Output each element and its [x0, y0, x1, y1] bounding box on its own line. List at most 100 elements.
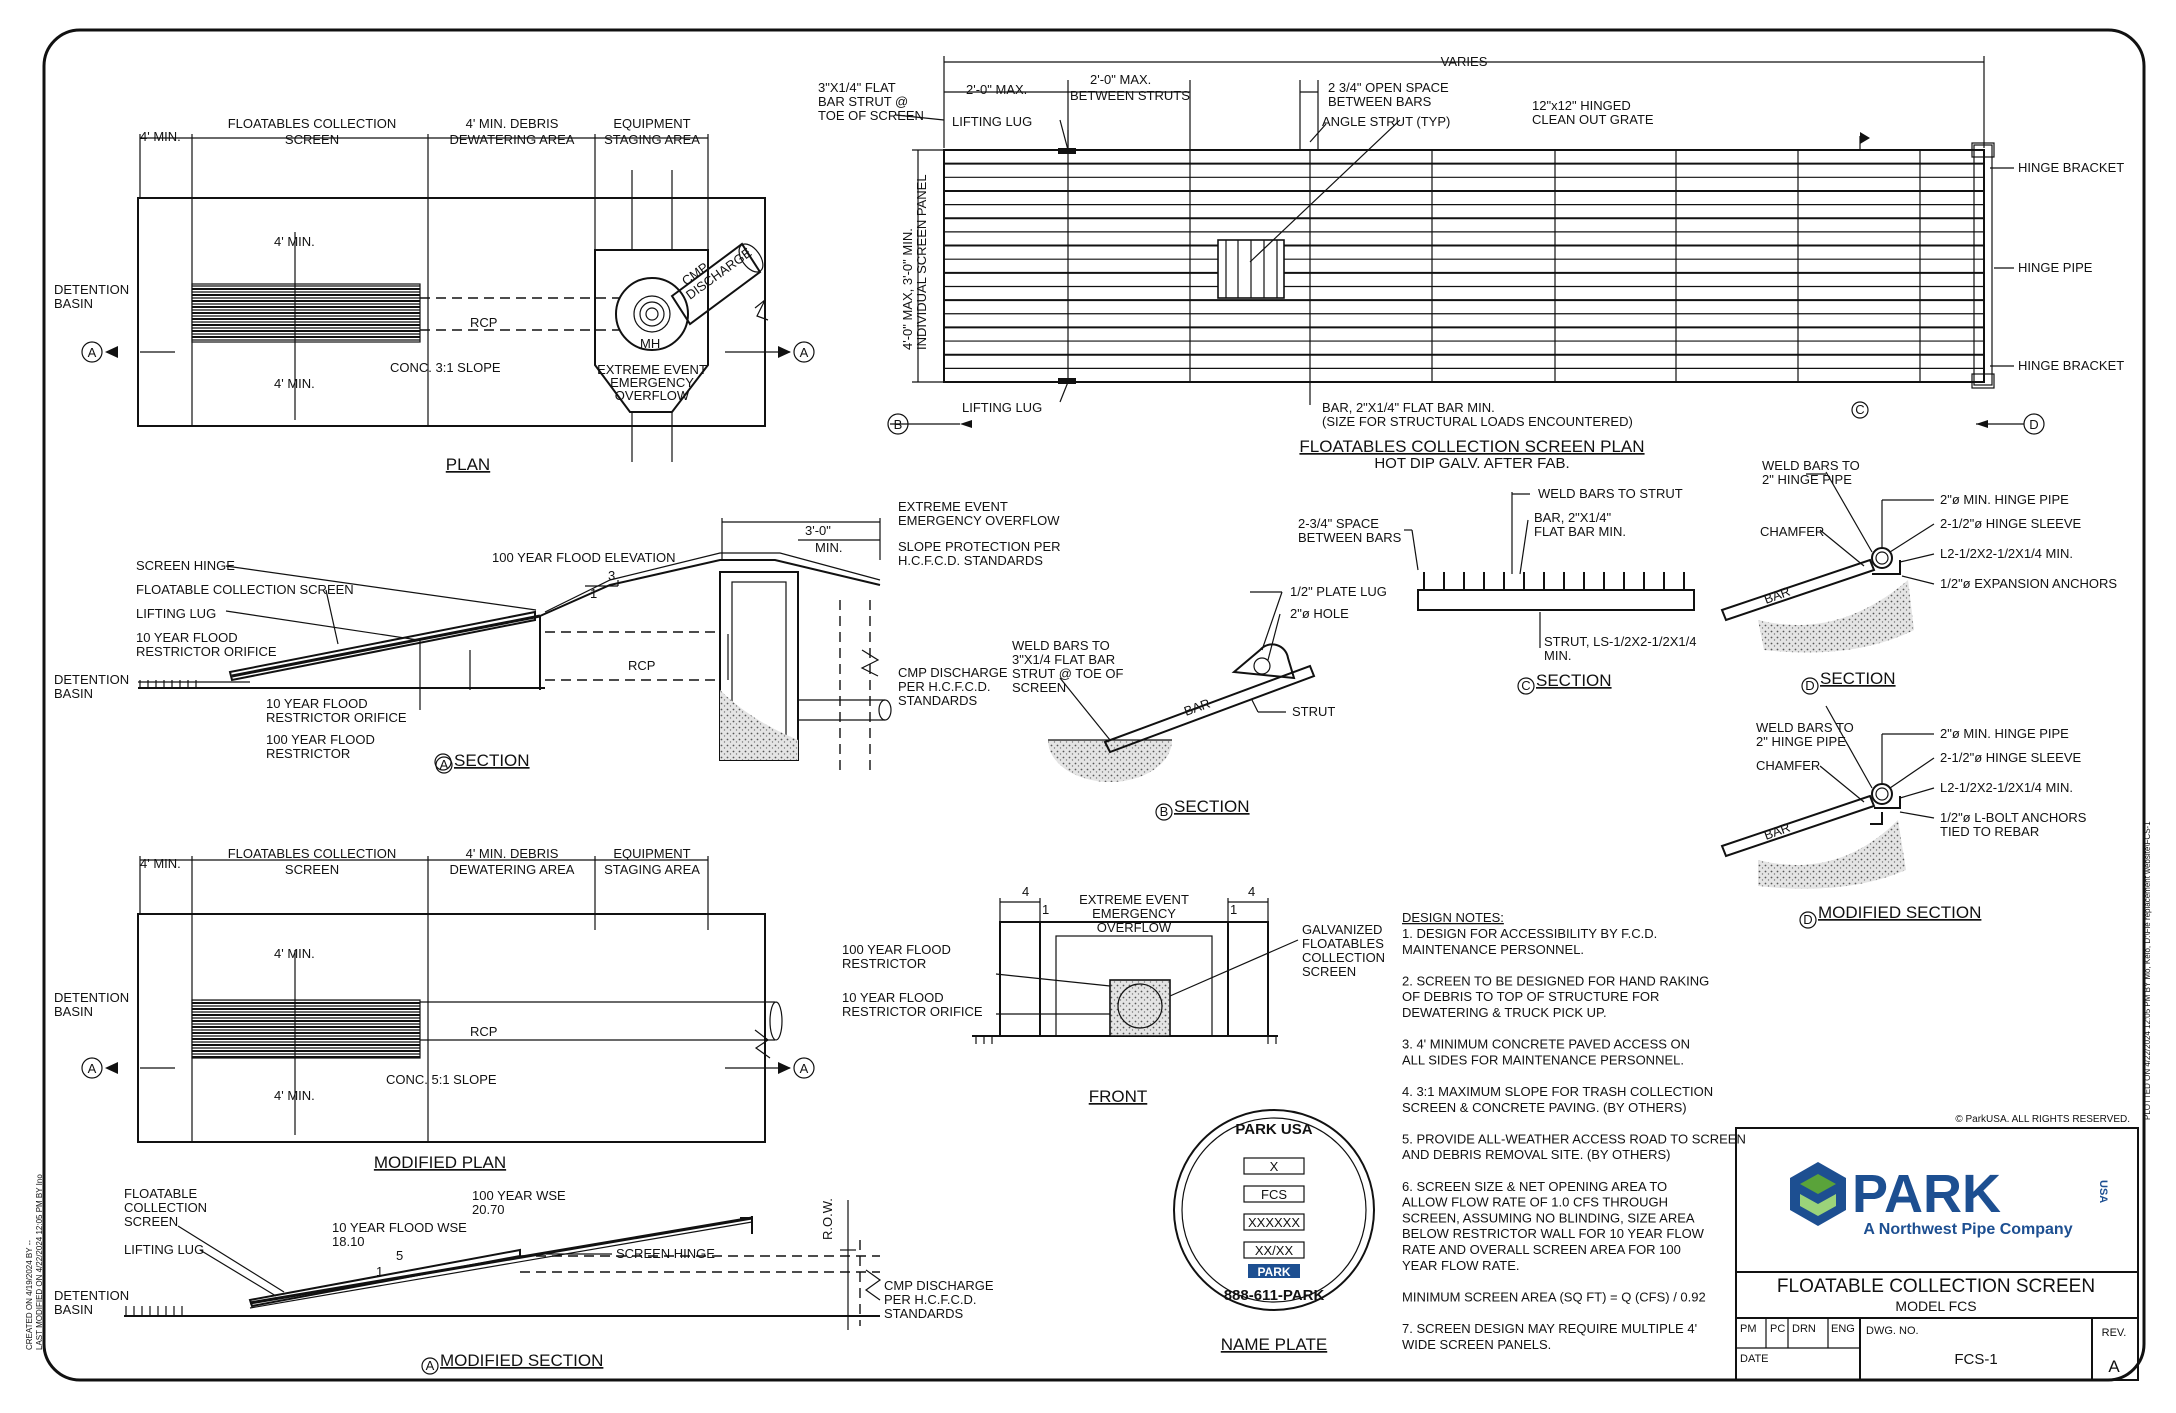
section-d-title: SECTION	[1820, 669, 1896, 688]
section-b-strut: STRUT	[1292, 704, 1335, 719]
section-a-title: SECTION	[454, 751, 530, 770]
front-galv-2: FLOATABLES	[1302, 936, 1384, 951]
plan-basin-2: BASIN	[54, 296, 93, 311]
section-b-hole: 2"ø HOLE	[1290, 606, 1349, 621]
section-a-view	[138, 518, 892, 775]
title-block-rev: A	[2108, 1357, 2120, 1376]
section-c-marker: C	[1521, 678, 1530, 693]
section-a-flood10b-2: RESTRICTOR ORIFICE	[266, 710, 407, 725]
modified-section-d-view	[1720, 705, 1935, 889]
section-a-basin-2: BASIN	[54, 686, 93, 701]
section-c-space-1: 2-3/4" SPACE	[1298, 516, 1379, 531]
section-a-labels: SCREEN HINGE FLOATABLE COLLECTION SCREEN…	[54, 499, 1061, 774]
nameplate-logo-bar	[1248, 1264, 1300, 1278]
modified-section-a-floatable-2: COLLECTION	[124, 1200, 207, 1215]
section-a-overflow-1: EXTREME EVENT	[898, 499, 1008, 514]
plan-slope: CONC. 3:1 SLOPE	[390, 360, 501, 375]
section-c-bar-2: FLAT BAR MIN.	[1534, 524, 1626, 539]
sheet-border	[42, 28, 2146, 1382]
plan-dim-screen-2: SCREEN	[285, 132, 339, 147]
plan-min-top: 4' MIN.	[274, 234, 315, 249]
copyright-text: © ParkUSA. ALL RIGHTS RESERVED.	[1955, 1114, 2130, 1125]
section-a-flood10b-1: 10 YEAR FLOOD	[266, 696, 368, 711]
section-a-cmp-1: CMP DISCHARGE	[898, 665, 1008, 680]
modified-section-d-anchors-1: 1/2"ø L-BOLT ANCHORS	[1940, 810, 2087, 825]
screen-plan-lug-top: LIFTING LUG	[952, 114, 1032, 129]
park-logo-word: PARK	[1852, 1164, 2001, 1224]
section-a-screen-hinge: SCREEN HINGE	[136, 558, 235, 573]
front-restrictor-2: RESTRICTOR	[842, 956, 926, 971]
screen-plan-subtitle: HOT DIP GALV. AFTER FAB.	[1374, 455, 1569, 472]
section-b-weld-3: STRUT @ TOE OF	[1012, 666, 1123, 681]
design-note-line: SCREEN & CONCRETE PAVING. (BY OTHERS)	[1402, 1100, 1687, 1115]
title-block-dwg-label: DWG. NO.	[1866, 1325, 1919, 1337]
modified-section-d-hinge-sleeve: 2-1/2"ø HINGE SLEEVE	[1940, 750, 2081, 765]
design-note-line: AND DEBRIS REMOVAL SITE. (BY OTHERS)	[1402, 1147, 1670, 1162]
front-dim1-right: 1	[1230, 902, 1237, 917]
modified-section-a-cmp-1: CMP DISCHARGE	[884, 1278, 994, 1293]
screen-plan-varies: VARIES	[1441, 54, 1488, 69]
front-overflow-3: OVERFLOW	[1097, 920, 1172, 935]
section-c-labels: 2-3/4" SPACE BETWEEN BARS WELD BARS TO S…	[1298, 486, 1696, 695]
section-a-flood100-2: RESTRICTOR	[266, 746, 350, 761]
nameplate-field3: XXXXXX	[1248, 1215, 1300, 1230]
section-a-flood10-2: RESTRICTOR ORIFICE	[136, 644, 277, 659]
screen-plan-hinge-bracket-top: HINGE BRACKET	[2018, 160, 2124, 175]
nameplate-brand: PARK USA	[1235, 1121, 1312, 1138]
section-d-angle: L2-1/2X2-1/2X1/4 MIN.	[1940, 546, 2073, 561]
design-note-line: 2. SCREEN TO BE DESIGNED FOR HAND RAKING	[1402, 973, 1709, 988]
modified-section-a-wse10-2: 18.10	[332, 1234, 365, 1249]
modified-plan-screen	[191, 999, 421, 1059]
modified-section-a-screen-hinge: SCREEN HINGE	[616, 1246, 715, 1261]
modified-section-a-cmp-3: STANDARDS	[884, 1306, 964, 1321]
section-b-title: SECTION	[1174, 797, 1250, 816]
modified-plan-basin-2: BASIN	[54, 1004, 93, 1019]
front-dim1-left: 1	[1042, 902, 1049, 917]
section-a-cmp-2: PER H.C.F.C.D.	[898, 679, 990, 694]
modified-section-a-wse10-1: 10 YEAR FLOOD WSE	[332, 1220, 467, 1235]
screen-plan-bar-note-1: BAR, 2"X1/4" FLAT BAR MIN.	[1322, 400, 1495, 415]
section-d-chamfer: CHAMFER	[1760, 524, 1824, 539]
title-block-drn: DRN	[1792, 1323, 1816, 1335]
modified-section-d-labels: WELD BARS TO 2" HINGE PIPE CHAMFER 2"ø M…	[1756, 720, 2087, 929]
section-a-slope-den: 3	[608, 568, 615, 583]
nameplate-field4: XX/XX	[1255, 1243, 1294, 1258]
section-b-weld-2: 3"X1/4 FLAT BAR	[1012, 652, 1115, 667]
title-block-eng: ENG	[1831, 1323, 1855, 1335]
front-overflow-2: EMERGENCY	[1092, 906, 1176, 921]
section-c-strut-2: MIN.	[1544, 648, 1571, 663]
plan-marker-left: A	[88, 345, 97, 360]
screen-plan-open-space-1: 2 3/4" OPEN SPACE	[1328, 80, 1449, 95]
design-note-line: 1. DESIGN FOR ACCESSIBILITY BY F.C.D.	[1402, 926, 1657, 941]
section-d-hinge-sleeve: 2-1/2"ø HINGE SLEEVE	[1940, 516, 2081, 531]
section-d-weld-2: 2" HINGE PIPE	[1762, 472, 1852, 487]
plan-dim-staging-1: EQUIPMENT	[613, 116, 690, 131]
modified-section-d-marker: D	[1803, 912, 1812, 927]
modified-section-a-row: R.O.W.	[820, 1198, 835, 1240]
plan-dim-staging-2: STAGING AREA	[604, 132, 700, 147]
screen-plan-angle-strut: ANGLE STRUT (TYP)	[1322, 114, 1450, 129]
plan-min-bottom: 4' MIN.	[274, 376, 315, 391]
modified-plan-dim-staging-1: EQUIPMENT	[613, 846, 690, 861]
section-a-dim3-1: 3'-0"	[805, 523, 831, 538]
modified-plan-title: MODIFIED PLAN	[374, 1153, 506, 1172]
section-b-plate-lug: 1/2" PLATE LUG	[1290, 584, 1387, 599]
created-note-2: LAST MODIFIED ON 4/22/2024 12:05 PM BY I…	[35, 1174, 44, 1350]
section-d-anchors: 1/2"ø EXPANSION ANCHORS	[1940, 576, 2117, 591]
screen-plan-marker-b: B	[894, 417, 903, 432]
modified-plan-slope: CONC. 5:1 SLOPE	[386, 1072, 497, 1087]
front-dim4-right: 4	[1248, 884, 1255, 899]
screen-plan-view	[887, 56, 2045, 435]
title-block-rev-label: REV.	[2102, 1327, 2127, 1339]
screen-plan-strut-1: 3"X1/4" FLAT	[818, 80, 896, 95]
screen-plan-hinge-bracket-bottom: HINGE BRACKET	[2018, 358, 2124, 373]
plan-view	[81, 134, 815, 462]
modified-plan-dim-screen-1: FLOATABLES COLLECTION	[228, 846, 397, 861]
section-a-flood100-1: 100 YEAR FLOOD	[266, 732, 375, 747]
section-d-hinge-pipe: 2"ø MIN. HINGE PIPE	[1940, 492, 2069, 507]
section-c-strut-1: STRUT, LS-1/2X2-1/2X1/4	[1544, 634, 1696, 649]
section-a-overflow-2: EMERGENCY OVERFLOW	[898, 513, 1060, 528]
modified-section-a-wse100-1: 100 YEAR WSE	[472, 1188, 566, 1203]
section-a-cmp-3: STANDARDS	[898, 693, 978, 708]
